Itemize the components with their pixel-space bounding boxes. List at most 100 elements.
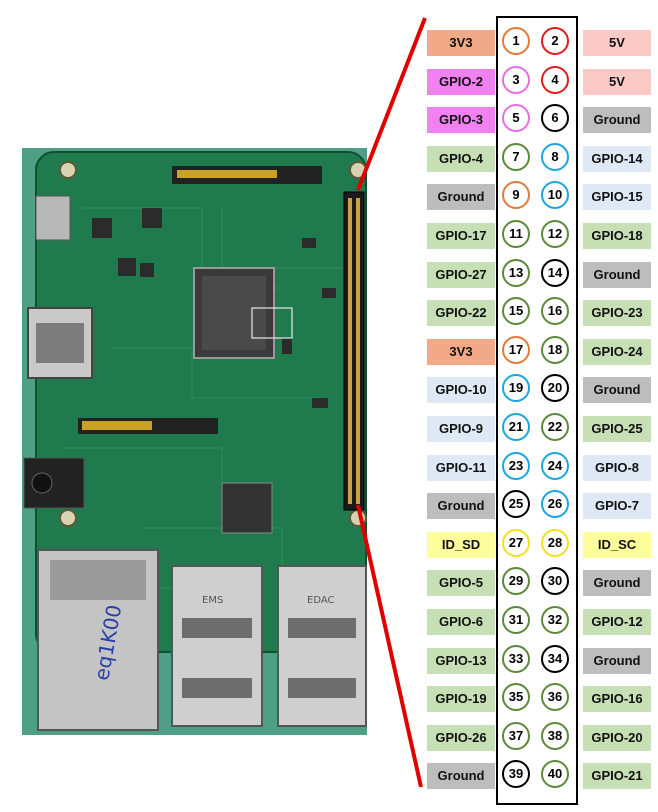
pin-number-even: 4 (541, 65, 569, 94)
pin-number-odd: 3 (502, 65, 530, 94)
pin-number-even: 8 (541, 142, 569, 171)
pin-label-left: GPIO-19 (427, 686, 495, 713)
pcb (36, 152, 366, 652)
pin-number-odd: 11 (502, 220, 530, 248)
pin-row: GPIO-19 35 36 GPIO-16 (0, 681, 658, 715)
pin-label-left: GPIO-9 (427, 416, 495, 442)
pin-label-right: 5V (583, 68, 651, 95)
pin-label-right: GPIO-12 (583, 609, 651, 635)
pin-label-right: Ground (583, 570, 651, 597)
pin-label-left: GPIO-3 (427, 107, 495, 134)
pin-number-odd: 9 (502, 181, 530, 210)
pin-number-even: 2 (541, 27, 569, 55)
pin-number-even: 24 (541, 451, 569, 480)
pin-number-even: 20 (541, 374, 569, 403)
pin-label-left: GPIO-22 (427, 300, 495, 327)
pin-number-even: 22 (541, 413, 569, 441)
pin-number-even: 16 (541, 297, 569, 326)
usb-label-1: EMS (202, 595, 223, 606)
pin-label-left: GPIO-13 (427, 647, 495, 674)
lan-chip (221, 482, 273, 534)
pin-number-odd: 29 (502, 567, 530, 596)
pin-row: Ground 9 10 GPIO-15 (0, 179, 658, 213)
pin-row: GPIO-26 37 38 GPIO-20 (0, 720, 658, 754)
pin-label-right: GPIO-23 (583, 300, 651, 327)
pin-number-even: 6 (541, 104, 569, 133)
pin-number-even: 26 (541, 490, 569, 519)
pin-label-left: 3V3 (427, 338, 495, 365)
pin-number-even: 12 (541, 220, 569, 248)
pin-number-odd: 35 (502, 683, 530, 712)
pin-number-odd: 21 (502, 413, 530, 441)
pin-label-left: Ground (427, 184, 495, 211)
pin-number-odd: 31 (502, 606, 530, 634)
usb-label-2: EDAC (307, 595, 335, 606)
antenna-outline (251, 307, 293, 339)
micro-usb-port (35, 195, 71, 241)
pin-label-right: GPIO-21 (583, 763, 651, 790)
pin-label-left: ID_SD (427, 531, 495, 558)
pin-label-right: GPIO-16 (583, 686, 651, 713)
pin-label-right: GPIO-15 (583, 184, 651, 211)
pin-number-even: 30 (541, 567, 569, 596)
pin-label-right: GPIO-7 (583, 493, 651, 520)
gpio-header-outline (496, 16, 578, 805)
pin-label-right: GPIO-25 (583, 416, 651, 442)
pin-label-right: Ground (583, 647, 651, 674)
pin-number-odd: 1 (502, 27, 530, 55)
pin-label-right: GPIO-8 (583, 454, 651, 481)
pin-row: GPIO-13 33 34 Ground (0, 643, 658, 677)
pin-number-even: 34 (541, 644, 569, 673)
pin-label-right: GPIO-18 (583, 223, 651, 249)
pin-label-left: Ground (427, 763, 495, 790)
pin-number-even: 18 (541, 335, 569, 364)
pin-label-left: GPIO-4 (427, 145, 495, 172)
pin-label-left: Ground (427, 493, 495, 520)
pin-row: GPIO-22 15 16 GPIO-23 (0, 295, 658, 329)
pin-label-right: ID_SC (583, 531, 651, 558)
pin-number-odd: 17 (502, 335, 530, 364)
pin-number-odd: 5 (502, 104, 530, 133)
pin-label-left: GPIO-26 (427, 724, 495, 751)
pin-number-odd: 25 (502, 490, 530, 519)
pin-label-right: Ground (583, 377, 651, 404)
pin-label-right: Ground (583, 107, 651, 134)
pin-row: GPIO-9 21 22 GPIO-25 (0, 411, 658, 445)
pin-label-right: Ground (583, 261, 651, 288)
pin-number-even: 32 (541, 606, 569, 634)
pin-label-right: GPIO-14 (583, 145, 651, 172)
pin-number-even: 10 (541, 181, 569, 210)
pin-number-odd: 39 (502, 760, 530, 789)
pin-label-left: GPIO-10 (427, 377, 495, 404)
pin-number-odd: 15 (502, 297, 530, 326)
pin-number-even: 36 (541, 683, 569, 712)
pin-label-left: GPIO-17 (427, 223, 495, 249)
pin-label-right: GPIO-24 (583, 338, 651, 365)
pin-number-even: 40 (541, 760, 569, 789)
usb-port-1 (171, 565, 263, 727)
pin-number-odd: 37 (502, 721, 530, 750)
pin-row: Ground 25 26 GPIO-7 (0, 488, 658, 522)
pin-label-left: GPIO-27 (427, 261, 495, 288)
pin-label-left: GPIO-11 (427, 454, 495, 481)
pin-number-even: 38 (541, 721, 569, 750)
pin-row: GPIO-17 11 12 GPIO-18 (0, 218, 658, 252)
pin-label-right: GPIO-20 (583, 724, 651, 751)
pin-label-left: GPIO-5 (427, 570, 495, 597)
pin-label-left: GPIO-2 (427, 68, 495, 95)
raspberry-pi-board-photo: eq1K00 EMS EDAC (22, 148, 367, 735)
pin-row: GPIO-10 19 20 Ground (0, 372, 658, 406)
pin-number-even: 14 (541, 258, 569, 287)
pin-number-odd: 33 (502, 644, 530, 673)
pin-number-odd: 19 (502, 374, 530, 403)
pin-row: 3V3 17 18 GPIO-24 (0, 334, 658, 368)
pin-row: Ground 39 40 GPIO-21 (0, 758, 658, 792)
small-components (92, 208, 336, 408)
pin-number-odd: 27 (502, 528, 530, 557)
